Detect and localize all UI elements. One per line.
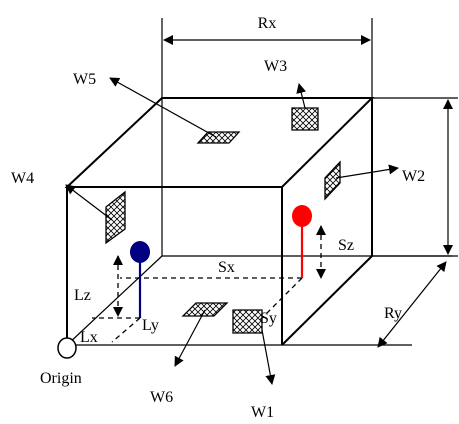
wall-patches bbox=[105, 107, 341, 334]
ly-label: Ly bbox=[142, 317, 159, 334]
w3-patch bbox=[291, 107, 319, 131]
wall-labels: W3 W5 W2 W4 W6 W1 bbox=[11, 58, 425, 421]
lx-projection: Lx bbox=[80, 317, 141, 346]
w1-label: W1 bbox=[251, 404, 274, 421]
sx-label: Sx bbox=[218, 259, 235, 276]
rx-label: Rx bbox=[258, 15, 277, 32]
w5-label: W5 bbox=[73, 71, 96, 88]
sz-label: Sz bbox=[338, 237, 354, 254]
lz-label: Lz bbox=[74, 287, 91, 304]
rx-dimension: Rx bbox=[161, 15, 373, 98]
w4-patch bbox=[105, 190, 126, 245]
listener-marker: Lz Ly bbox=[74, 241, 159, 334]
ry-label: Ry bbox=[384, 305, 402, 322]
w3-label: W3 bbox=[264, 58, 287, 75]
origin-marker: Origin bbox=[40, 337, 82, 387]
ry-arrow bbox=[377, 261, 447, 348]
ry-dimension: Ry bbox=[282, 255, 452, 348]
source-marker: Sz bbox=[292, 205, 354, 279]
w2-patch bbox=[324, 160, 341, 201]
sy-label: Sy bbox=[260, 310, 277, 327]
w1-arrow bbox=[261, 329, 276, 385]
w4-label: W4 bbox=[11, 170, 34, 187]
listener-dot bbox=[130, 241, 150, 263]
w6-patch bbox=[181, 302, 229, 317]
w2-label: W2 bbox=[402, 168, 425, 185]
w5-patch bbox=[196, 131, 241, 144]
w2-arrow bbox=[335, 164, 399, 179]
bottom-right-edge bbox=[281, 255, 373, 346]
origin-circle bbox=[57, 337, 77, 359]
w1-patch bbox=[232, 309, 263, 334]
w6-arrow bbox=[174, 309, 206, 367]
w4-arrow bbox=[65, 184, 113, 221]
ly-dashed-line bbox=[111, 317, 141, 343]
sy-dashed-line bbox=[257, 277, 303, 323]
source-dot bbox=[292, 205, 312, 227]
origin-label: Origin bbox=[40, 370, 82, 387]
lx-label: Lx bbox=[80, 329, 98, 346]
w3-arrow bbox=[296, 83, 307, 109]
w6-label: W6 bbox=[150, 389, 173, 406]
sx-projection: Sx Sy bbox=[120, 259, 303, 327]
w5-arrow bbox=[109, 77, 217, 138]
